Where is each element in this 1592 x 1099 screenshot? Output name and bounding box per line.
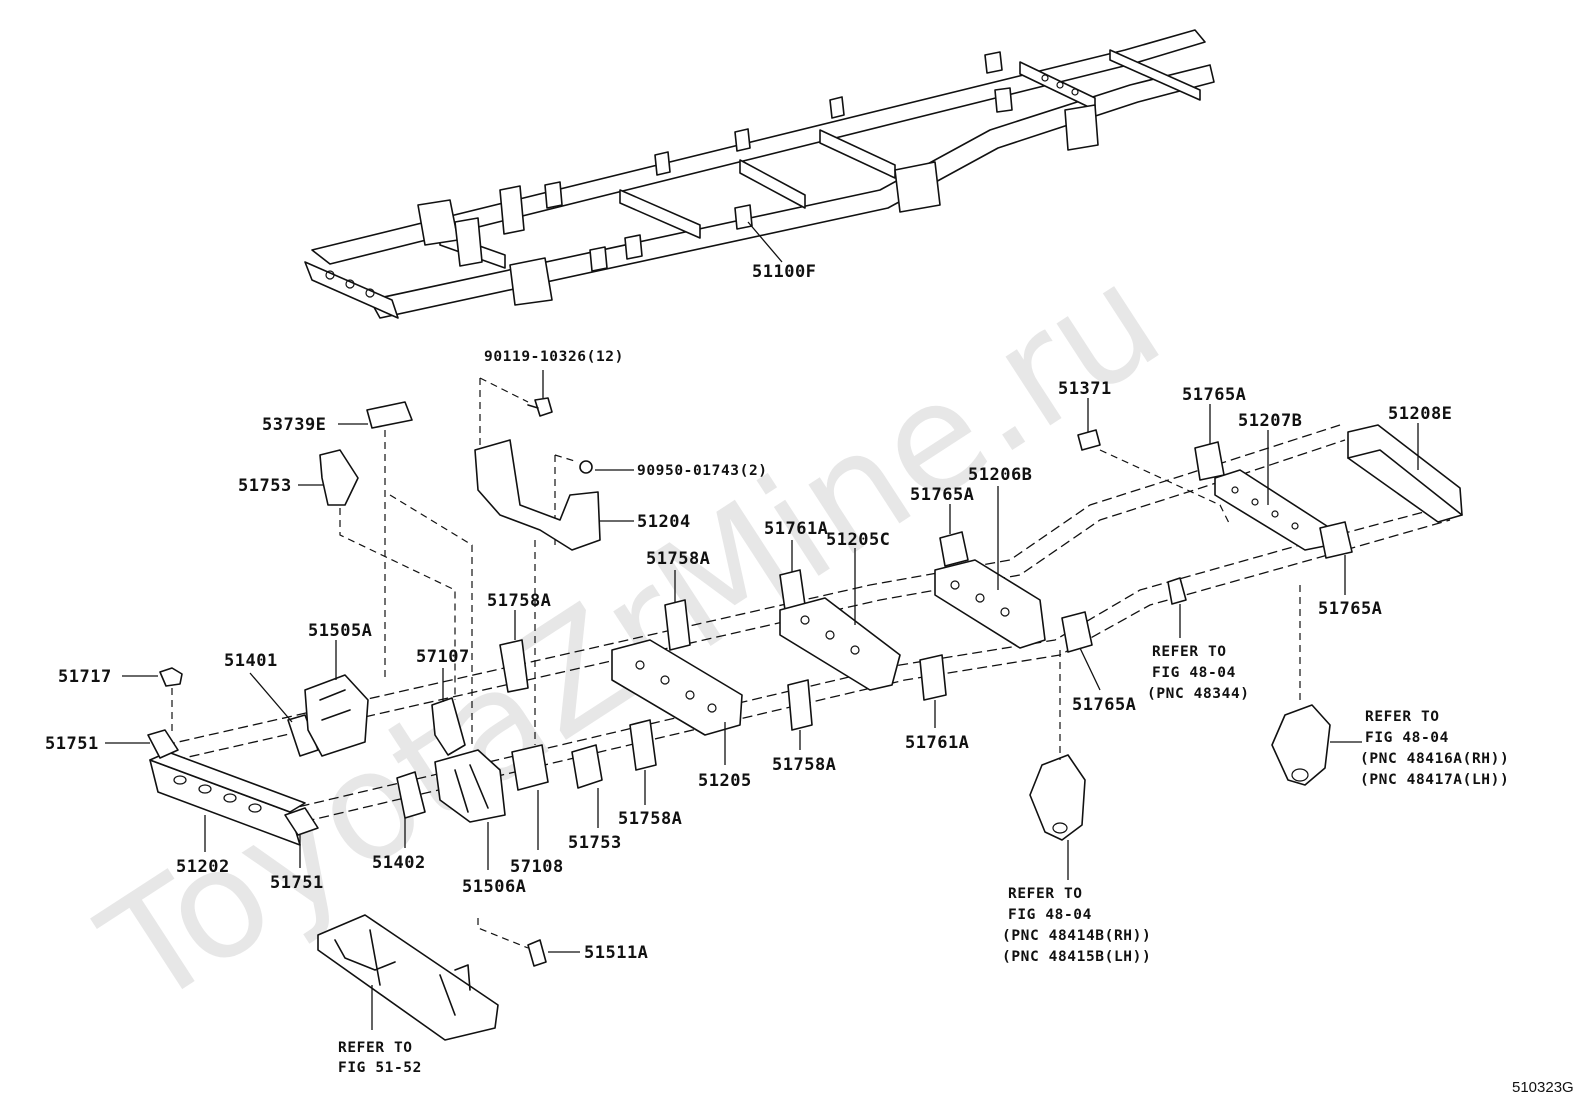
part-51758A-2 [664, 599, 691, 651]
part-51371 [1077, 429, 1101, 451]
label-51100F: 51100F [752, 262, 816, 282]
part-51761A-2 [919, 654, 947, 701]
label-51205C: 51205C [826, 530, 890, 550]
part-51208E-rear-crossmember [1347, 424, 1463, 523]
label-51751-b: 51751 [270, 873, 324, 893]
part-51765A-1 [939, 531, 969, 567]
label-51761A-a: 51761A [764, 519, 828, 539]
label-51202: 51202 [176, 857, 230, 877]
label-51717: 51717 [58, 667, 112, 687]
figure-code: 510323G [1512, 1079, 1574, 1096]
ref-fig-51-52-line1: REFER TO [338, 1040, 413, 1056]
part-51205C-crossmember [779, 597, 901, 691]
part-57107 [431, 697, 466, 756]
part-57108 [511, 744, 549, 791]
label-51765A-a: 51765A [910, 485, 974, 505]
ref-48414-line3: (PNC 48414B(RH)) [1002, 928, 1151, 944]
part-skid-plate-ref [317, 914, 499, 1041]
ref-48414-line4: (PNC 48415B(LH)) [1002, 949, 1151, 965]
part-51758A-4 [787, 679, 813, 731]
label-51204: 51204 [637, 512, 691, 532]
label-51765A-c: 51765A [1182, 385, 1246, 405]
part-51753-upper [319, 449, 359, 506]
label-51758A-c: 51758A [618, 809, 682, 829]
part-90119-bolt [534, 397, 553, 417]
part-51207B-crossmember [1214, 469, 1331, 551]
part-51206B-crossmember [934, 559, 1046, 649]
part-51506A [434, 749, 506, 823]
ref-48416-line4: (PNC 48417A(LH)) [1360, 772, 1509, 788]
part-ref-48344-bracket [1167, 577, 1187, 605]
label-51371: 51371 [1058, 379, 1112, 399]
label-51753-a: 51753 [238, 476, 292, 496]
label-51753-b: 51753 [568, 833, 622, 853]
label-51402: 51402 [372, 853, 426, 873]
label-51206B: 51206B [968, 465, 1032, 485]
label-51758A-b: 51758A [646, 549, 710, 569]
ref-fig-51-52-line2: FIG 51-52 [338, 1060, 422, 1076]
label-57108: 57108 [510, 857, 564, 877]
part-51511A [527, 939, 547, 967]
ref-48414-line1: REFER TO [1008, 886, 1083, 902]
ref-48416-line1: REFER TO [1365, 709, 1440, 725]
ref-48414-line2: FIG 48-04 [1008, 907, 1092, 923]
part-51204 [474, 439, 601, 551]
label-51765A-b: 51765A [1072, 695, 1136, 715]
part-ref-48416-bracket [1271, 704, 1331, 786]
label-90950-01743: 90950-01743(2) [637, 463, 768, 479]
label-51506A: 51506A [462, 877, 526, 897]
label-90119-10326: 90119-10326(12) [484, 349, 624, 365]
ref-48344-line3: (PNC 48344) [1147, 686, 1250, 702]
frame-assembly-illustration [304, 29, 1215, 319]
part-51758A-1 [499, 639, 529, 693]
part-51751-left [147, 729, 179, 759]
label-51208E: 51208E [1388, 404, 1452, 424]
label-51751-a: 51751 [45, 734, 99, 754]
part-51717 [159, 667, 183, 687]
label-53739E: 53739E [262, 415, 326, 435]
label-51401: 51401 [224, 651, 278, 671]
part-51753-lower [571, 744, 603, 789]
part-51765A-3 [1194, 441, 1225, 481]
label-51511A: 51511A [584, 943, 648, 963]
part-51765A-2 [1061, 611, 1093, 653]
ref-48416-line3: (PNC 48416A(RH)) [1360, 751, 1509, 767]
label-57107: 57107 [416, 647, 470, 667]
label-51758A-a: 51758A [487, 591, 551, 611]
label-51765A-d: 51765A [1318, 599, 1382, 619]
part-53739E [366, 401, 413, 429]
part-51751-right [284, 807, 319, 836]
part-51402 [396, 771, 426, 819]
ref-48344-line2: FIG 48-04 [1152, 665, 1236, 681]
part-51765A-4 [1319, 521, 1353, 559]
part-51205-crossmember [611, 639, 743, 736]
part-90950-bolt [579, 460, 593, 474]
label-51758A-d: 51758A [772, 755, 836, 775]
part-ref-48414-bracket [1029, 754, 1086, 841]
label-51205: 51205 [698, 771, 752, 791]
part-51758A-3 [629, 719, 657, 771]
label-51505A: 51505A [308, 621, 372, 641]
ref-48344-line1: REFER TO [1152, 644, 1227, 660]
label-51761A-b: 51761A [905, 733, 969, 753]
label-51207B: 51207B [1238, 411, 1302, 431]
ref-48416-line2: FIG 48-04 [1365, 730, 1449, 746]
